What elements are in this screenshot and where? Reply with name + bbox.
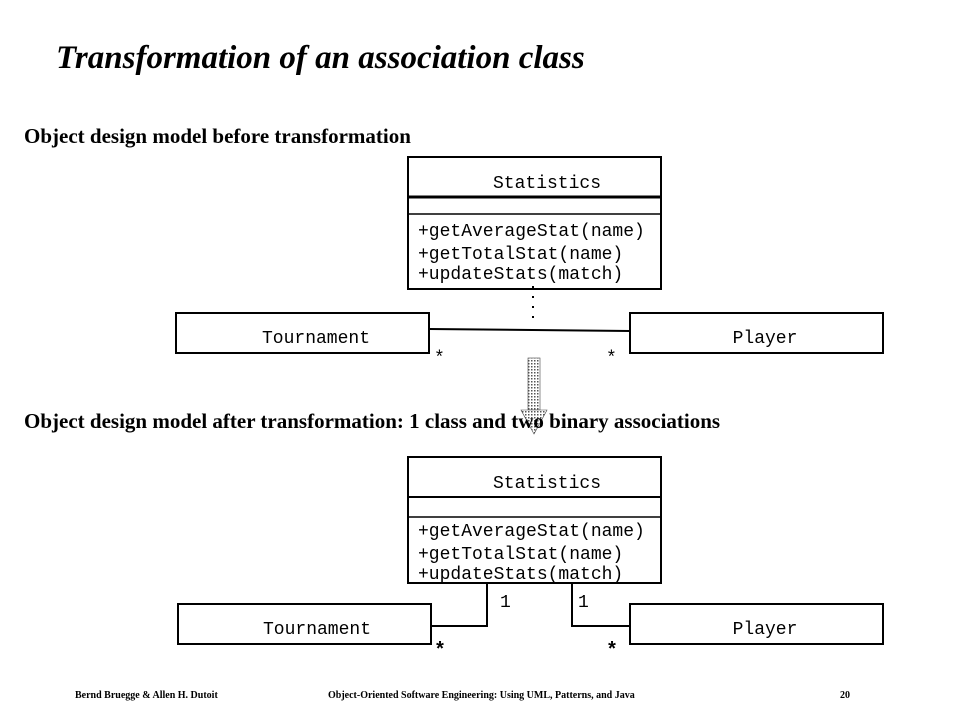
before-tournament-multiplicity: *: [434, 349, 445, 369]
after-tournament-multiplicity: *: [434, 640, 446, 663]
before-tournament-name: Tournament: [262, 329, 370, 349]
after-tournament-association: [431, 583, 488, 627]
heading-before-transformation: Object design model before transformatio…: [24, 124, 411, 148]
after-op-get-average: +getAverageStat(name): [418, 522, 645, 542]
heading-after-transformation: Object design model after transformation…: [24, 409, 721, 433]
after-op-get-total: +getTotalStat(name): [418, 545, 623, 565]
before-op-get-average: +getAverageStat(name): [418, 222, 645, 242]
before-tournament-class: Tournament: [175, 312, 430, 354]
after-player-multiplicity: *: [606, 640, 618, 663]
after-right-association-multiplicity: 1: [578, 593, 589, 613]
after-statistics-class: Statistics +getAverageStat(name) +getTot…: [407, 456, 662, 585]
after-player-class: Player: [629, 603, 884, 645]
before-player-class: Player: [629, 312, 884, 354]
before-statistics-class: Statistics +getAverageStat(name) +getTot…: [407, 156, 662, 290]
after-tournament-name: Tournament: [263, 620, 371, 640]
after-player-association: [571, 583, 630, 627]
footer-page-number: 20: [840, 690, 850, 701]
transformation-arrow: [520, 357, 548, 435]
before-op-update-stats: +updateStats(match): [418, 265, 623, 285]
before-association-line: [428, 328, 631, 332]
after-left-association-multiplicity: 1: [500, 593, 511, 613]
footer-authors: Bernd Bruegge & Allen H. Dutoit: [75, 690, 218, 701]
before-statistics-name: Statistics: [493, 174, 601, 194]
before-player-name: Player: [733, 329, 798, 349]
after-statistics-name: Statistics: [493, 474, 601, 494]
footer-book-title: Object-Oriented Software Engineering: Us…: [328, 690, 635, 701]
slide-title: Transformation of an association class: [56, 40, 585, 76]
after-player-name: Player: [733, 620, 798, 640]
before-player-multiplicity: *: [606, 349, 617, 369]
after-op-update-stats: +updateStats(match): [418, 565, 623, 585]
association-class-dotted-link: [532, 286, 534, 318]
before-op-get-total: +getTotalStat(name): [418, 245, 623, 265]
after-tournament-class: Tournament: [177, 603, 432, 645]
